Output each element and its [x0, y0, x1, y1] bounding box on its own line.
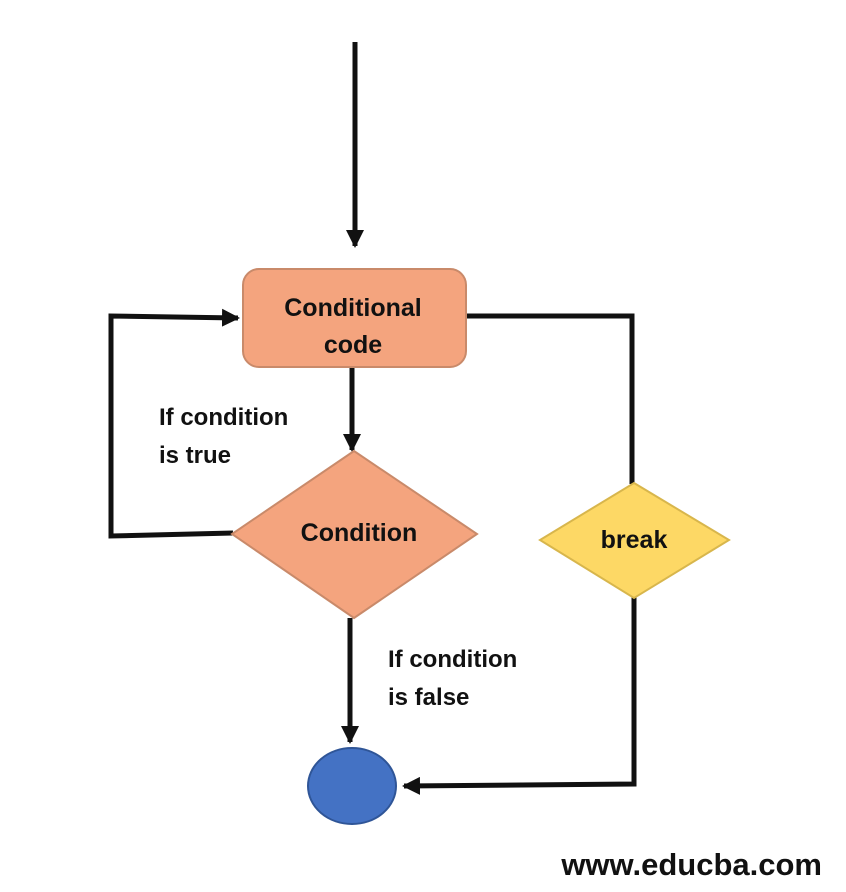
conditional-code-label-line2: code [324, 331, 382, 359]
end-node-circle [307, 747, 397, 825]
false-branch-label-line1: If condition [388, 646, 517, 673]
conditional-code-box [242, 268, 467, 368]
condition-diamond [230, 449, 479, 620]
conditional-code-label-line1: Conditional [284, 294, 421, 322]
code-to-break-line [466, 313, 635, 484]
condition-label: Condition [301, 519, 418, 547]
true-branch-label-line2: is true [159, 442, 231, 469]
condition-node: Condition [230, 449, 479, 620]
false-branch-label-line2: is false [388, 684, 469, 711]
true-branch-label-line1: If condition [159, 404, 288, 431]
watermark-text: www.educba.com [560, 847, 822, 882]
true-loop-arrow [108, 308, 240, 539]
break-diamond [538, 481, 731, 600]
conditional-code-node: Conditional code [242, 268, 467, 368]
break-label: break [601, 526, 668, 554]
break-to-end-arrow [402, 596, 637, 795]
break-node: break [538, 481, 731, 600]
